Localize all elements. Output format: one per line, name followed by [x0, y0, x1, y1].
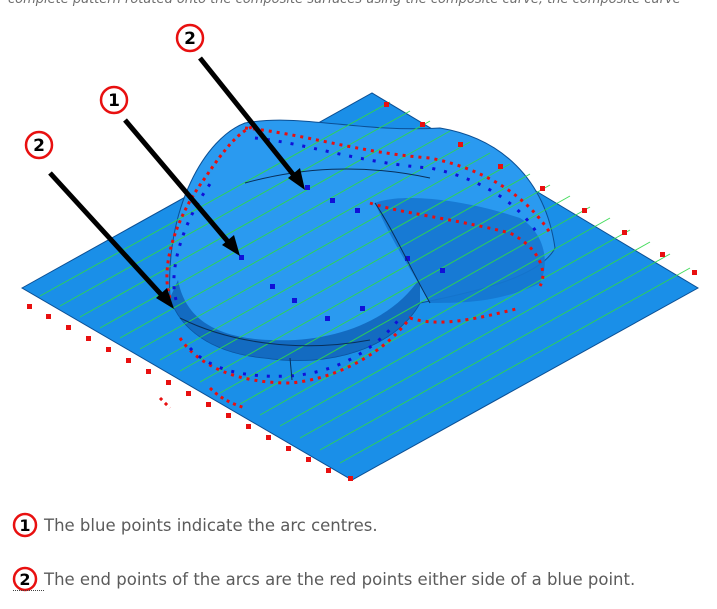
header-fragment: complete pattern rotated onto the compos… [8, 0, 717, 12]
toolpath-figure: 2 1 2 [0, 18, 717, 493]
arrow-to-arc-centre [123, 118, 237, 252]
callout-number: 1 [108, 91, 120, 111]
callout-1-icon: 1 [12, 512, 38, 538]
svg-text:1: 1 [19, 516, 30, 535]
caption-text: The blue points indicate the arc centres… [44, 515, 378, 535]
arrow-to-arc-ends-top [198, 56, 302, 185]
callout-arrows [48, 56, 305, 309]
toolpath-illustration: 2 1 2 [20, 23, 700, 481]
arrowhead [156, 288, 174, 309]
caption-text: The end points of the arcs are the red p… [44, 569, 636, 589]
caption-arc-end-points: 2 The end points of the arcs are the red… [12, 566, 635, 592]
callout-2-left: 2 [24, 130, 54, 160]
edge-points [27, 102, 697, 481]
caption-arc-centres: 1 The blue points indicate the arc centr… [12, 512, 378, 538]
callout-number: 2 [184, 29, 196, 49]
arrow-to-arc-ends-left [48, 171, 170, 304]
callout-number: 2 [33, 136, 45, 156]
dome-right-lobe [375, 198, 545, 303]
arrowhead [222, 235, 240, 256]
link-underline [13, 590, 44, 591]
callout-2-top: 2 [175, 23, 205, 53]
arc-centre-points [239, 185, 445, 321]
dome-edges [179, 168, 431, 381]
callout-1: 1 [99, 85, 129, 115]
callout-2-icon: 2 [12, 566, 38, 592]
arrowhead [288, 168, 305, 190]
svg-text:2: 2 [19, 570, 30, 589]
arc-point-trail [158, 124, 552, 410]
dome-front-wall [170, 278, 420, 361]
